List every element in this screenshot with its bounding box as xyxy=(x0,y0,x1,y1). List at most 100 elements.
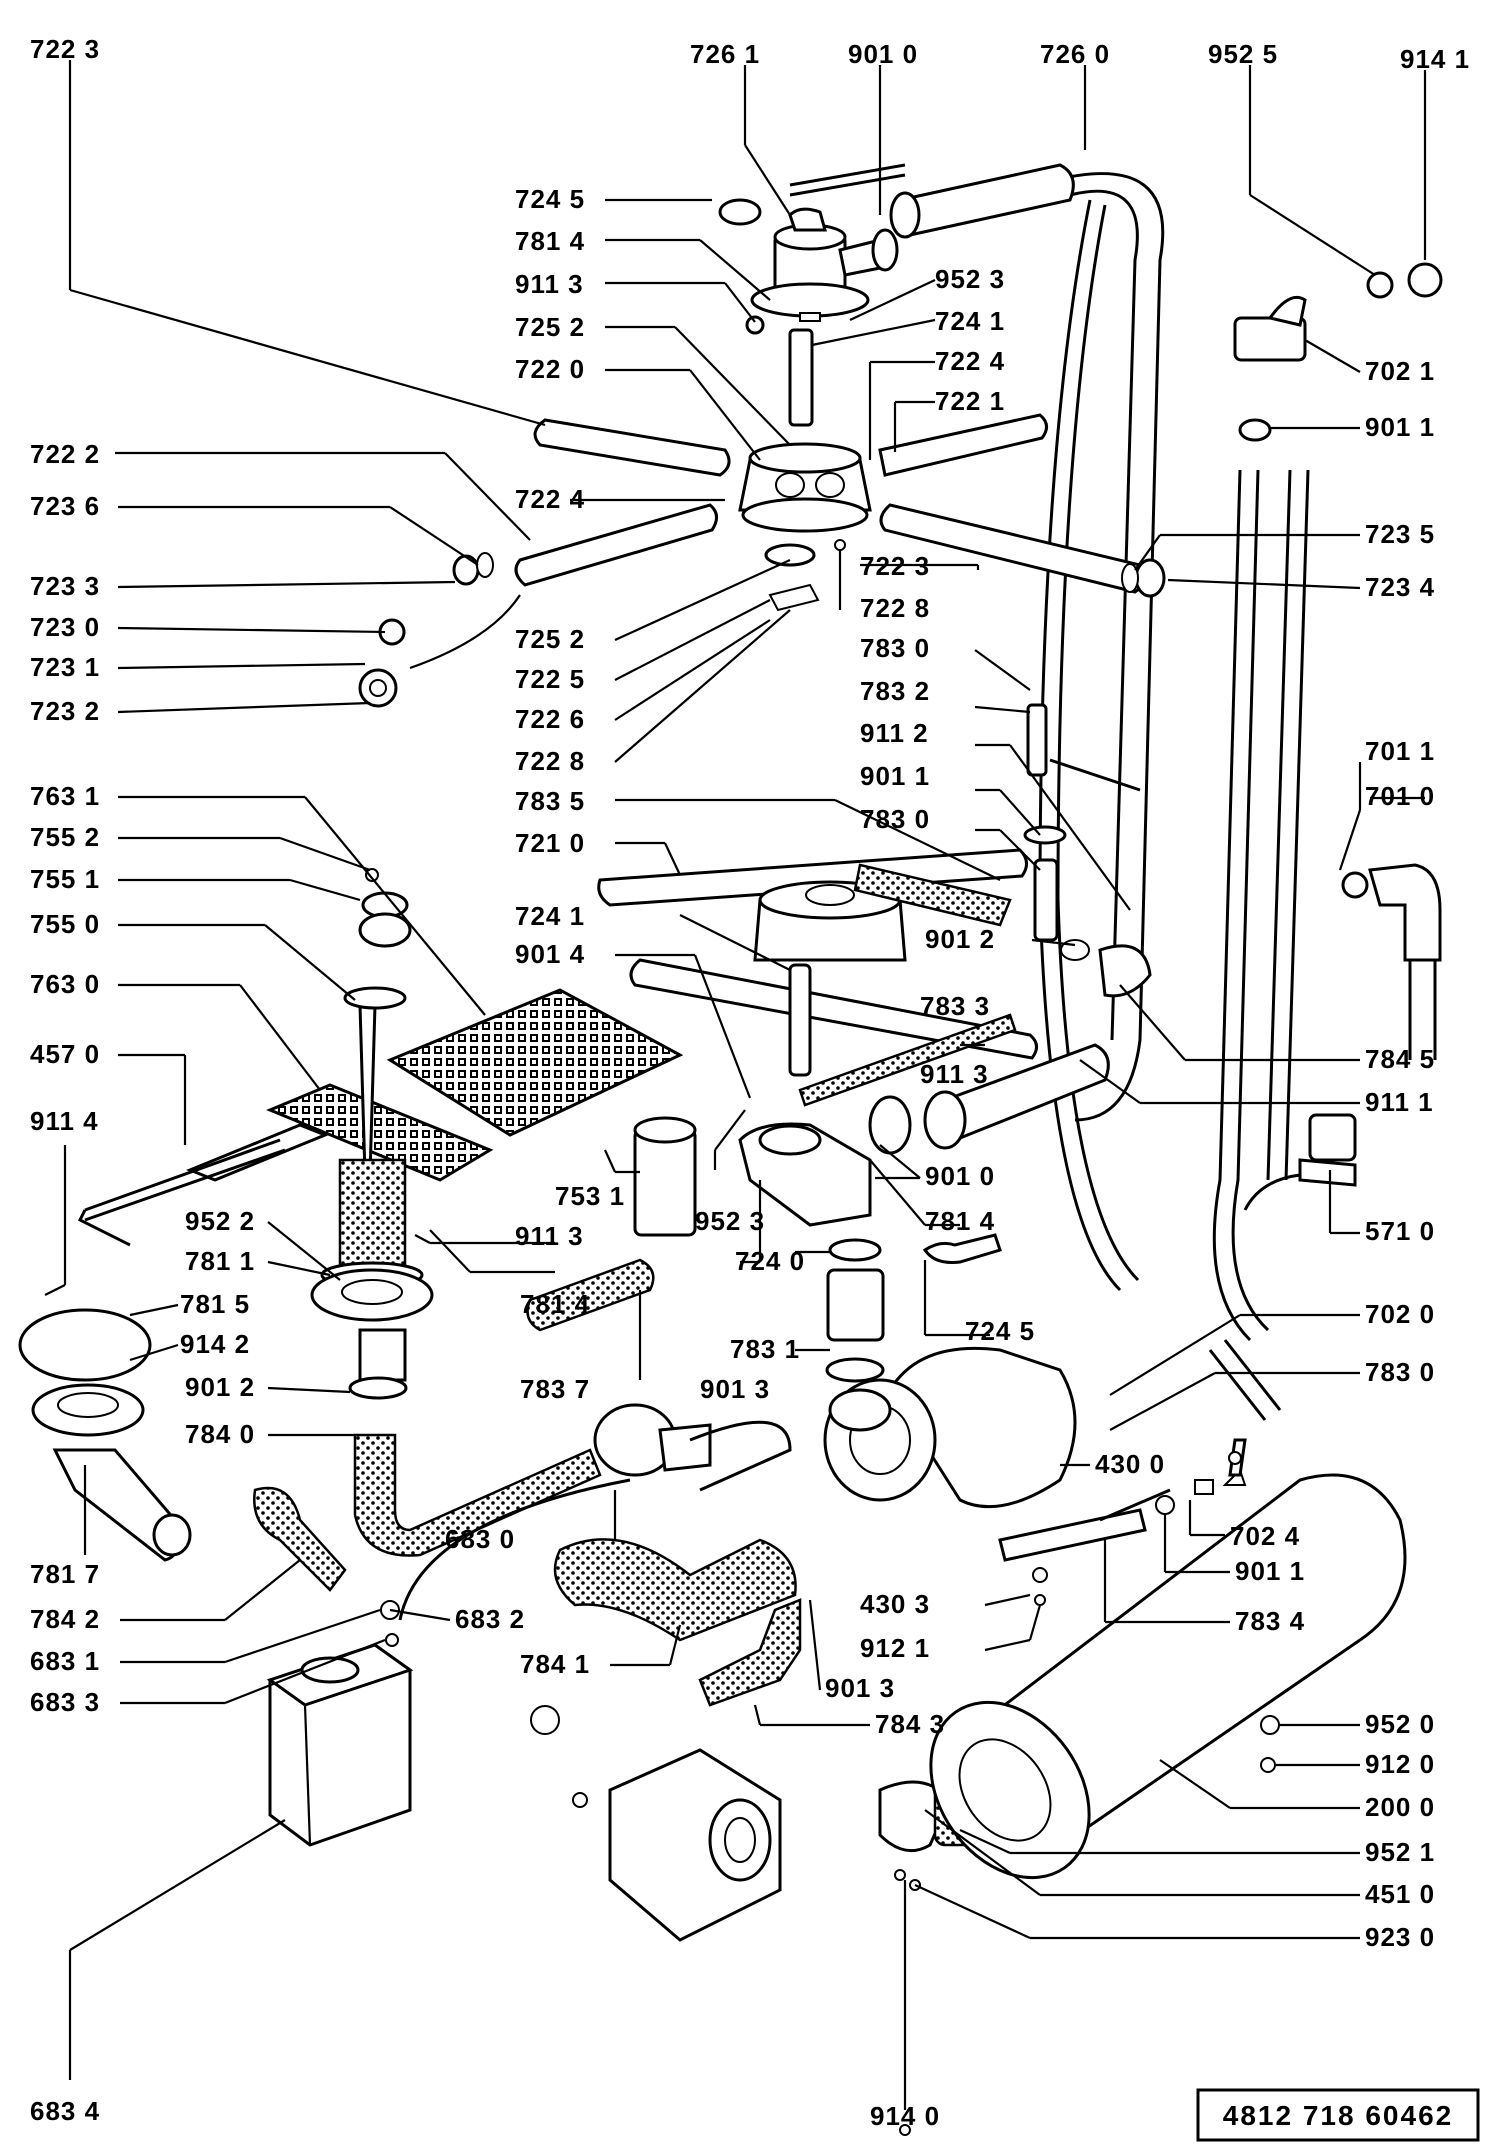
label-7224-mid: 722 4 xyxy=(515,484,585,514)
nut-7233 xyxy=(452,554,480,586)
hose-7830-long xyxy=(1038,199,1122,1292)
part-drawings xyxy=(18,163,1443,2136)
label-9112: 911 2 xyxy=(860,718,929,748)
label-6833: 683 3 xyxy=(30,1687,100,1717)
label-7843: 784 3 xyxy=(875,1709,945,1739)
label-7630: 763 0 xyxy=(30,969,100,999)
label-4570: 457 0 xyxy=(30,1039,100,1069)
label-7832: 783 2 xyxy=(860,676,930,706)
label-7830-mid: 783 0 xyxy=(860,633,930,663)
leader-lines xyxy=(44,60,1427,2110)
label-7830-low: 783 0 xyxy=(1365,1357,1435,1387)
label-9121: 912 1 xyxy=(860,1633,930,1663)
sleeve-7831 xyxy=(826,1268,885,1342)
label-7228-b: 722 8 xyxy=(515,746,585,776)
label-7831: 783 1 xyxy=(730,1334,800,1364)
label-7024: 702 4 xyxy=(1230,1521,1300,1551)
arm-7221 xyxy=(878,413,1048,477)
label-9230: 923 0 xyxy=(1365,1922,1435,1952)
label-9014: 901 4 xyxy=(515,939,585,969)
label-6830: 683 0 xyxy=(445,1524,515,1554)
label-9010-mid: 901 0 xyxy=(925,1161,995,1191)
label-9140: 914 0 xyxy=(870,2101,940,2131)
label-7234: 723 4 xyxy=(1365,572,1435,602)
label-9523-top: 952 3 xyxy=(935,264,1005,294)
label-7228-a: 722 8 xyxy=(860,593,930,623)
inlet-7010 xyxy=(1368,863,1442,962)
elbow-7245-top xyxy=(718,198,762,226)
label-9520: 952 0 xyxy=(1365,1709,1435,1739)
label-7236: 723 6 xyxy=(30,491,100,521)
label-7260: 726 0 xyxy=(1040,39,1110,69)
label-7235: 723 5 xyxy=(1365,519,1435,549)
label-7811: 781 1 xyxy=(185,1246,255,1276)
label-7631: 763 1 xyxy=(30,781,100,811)
label-9013-low: 901 3 xyxy=(825,1673,895,1703)
label-9113-low: 911 3 xyxy=(515,1221,584,1251)
tube-7837 xyxy=(526,1258,655,1332)
hose-7843 xyxy=(698,1598,802,1707)
label-7021: 702 1 xyxy=(1365,356,1435,386)
label-9525: 952 5 xyxy=(1208,39,1278,69)
label-7835: 783 5 xyxy=(515,786,585,816)
filter-plate-7630 xyxy=(266,1083,494,1182)
filter-tube xyxy=(338,1158,407,1282)
label-9141: 914 1 xyxy=(1400,44,1470,74)
label-7241-mid: 724 1 xyxy=(515,901,585,931)
label-7220: 722 0 xyxy=(515,354,585,384)
label-7842: 784 2 xyxy=(30,1604,100,1634)
label-7551: 755 1 xyxy=(30,864,100,894)
label-9113-mid: 911 3 xyxy=(920,1059,989,1089)
part-labels: 722 3 726 1 901 0 726 0 952 5 914 1 724 … xyxy=(30,34,1470,2131)
label-6831: 683 1 xyxy=(30,1646,100,1676)
cover-7815 xyxy=(18,1308,152,1382)
label-6834: 683 4 xyxy=(30,2096,100,2126)
label-7020: 702 0 xyxy=(1365,1299,1435,1329)
label-7210: 721 0 xyxy=(515,828,585,858)
filter-plate-7631 xyxy=(386,988,684,1137)
label-7010: 701 0 xyxy=(1365,781,1435,811)
hose-7840 xyxy=(353,1433,602,1557)
label-7837: 783 7 xyxy=(520,1374,590,1404)
reference-box: 4812 718 60462 xyxy=(1196,2088,1480,2142)
label-9521: 952 1 xyxy=(1365,1837,1435,1867)
label-7240: 724 0 xyxy=(735,1246,805,1276)
arm-7223-upper xyxy=(533,418,731,477)
label-7231: 723 1 xyxy=(30,652,100,682)
valve-5710 xyxy=(1308,1113,1357,1162)
label-7233: 723 3 xyxy=(30,571,100,601)
label-7223-top: 722 3 xyxy=(30,34,100,64)
label-9011-mid: 901 1 xyxy=(860,761,930,791)
label-7221: 722 1 xyxy=(935,386,1005,416)
label-7830-b: 783 0 xyxy=(860,804,930,834)
clamp-9010 xyxy=(923,1090,967,1150)
cylinder-7531 xyxy=(633,1128,697,1237)
hose-connector xyxy=(895,163,1075,237)
label-9010-top: 901 0 xyxy=(848,39,918,69)
hose-7841 xyxy=(553,1538,797,1642)
label-7817: 781 7 xyxy=(30,1559,100,1589)
label-9113-top: 911 3 xyxy=(515,269,584,299)
label-7815: 781 5 xyxy=(180,1289,250,1319)
hose-7842 xyxy=(253,1486,347,1592)
label-4303: 430 3 xyxy=(860,1589,930,1619)
label-5710: 571 0 xyxy=(1365,1216,1435,1246)
arm-7222 xyxy=(514,503,718,587)
label-9142: 914 2 xyxy=(180,1329,250,1359)
label-7261: 726 1 xyxy=(690,39,760,69)
label-7834: 783 4 xyxy=(1235,1606,1305,1636)
label-9011-low: 901 1 xyxy=(1235,1556,1305,1586)
label-7226: 722 6 xyxy=(515,704,585,734)
label-7241-top: 724 1 xyxy=(935,306,1005,336)
label-7245-low: 724 5 xyxy=(965,1316,1035,1346)
elbow-7245-low xyxy=(922,1233,1002,1264)
label-9523-mid: 952 3 xyxy=(695,1206,765,1236)
label-4300: 430 0 xyxy=(1095,1449,1165,1479)
hose-7260 xyxy=(1054,172,1165,1122)
label-7840: 784 0 xyxy=(185,1419,255,1449)
label-7230: 723 0 xyxy=(30,612,100,642)
label-7223-mid: 722 3 xyxy=(860,551,930,581)
label-7222: 722 2 xyxy=(30,439,100,469)
motor-4510-body xyxy=(608,1748,782,1942)
